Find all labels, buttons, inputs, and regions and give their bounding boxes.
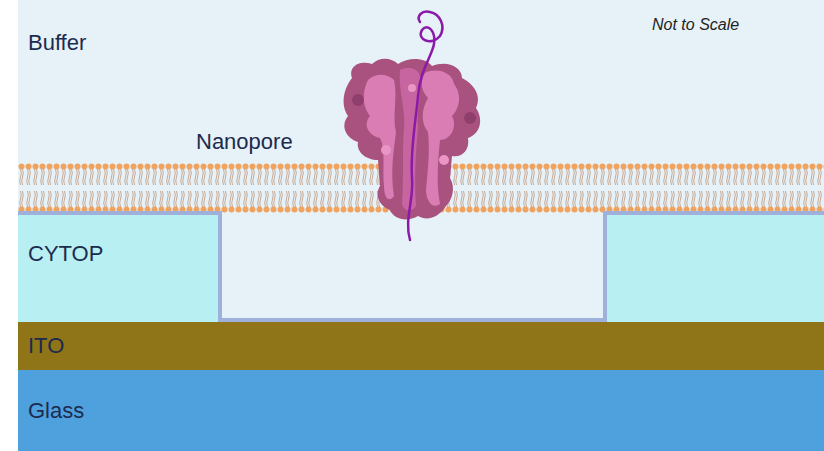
glass-layer: Glass [18, 370, 824, 451]
nanopore-label: Nanopore [196, 129, 293, 155]
coating-line [18, 213, 824, 320]
layer-name: Glass [28, 398, 84, 424]
layer-name: CYTOP [28, 241, 103, 267]
ito-layer: ITO [18, 322, 824, 370]
scale-note: Not to Scale [652, 16, 739, 34]
layer-name: ITO [28, 333, 64, 359]
glass-band [18, 370, 824, 451]
layer-name: Buffer [28, 30, 86, 56]
cytop-layer: CYTOP [18, 213, 220, 322]
cytop-right [605, 213, 824, 322]
dna-strand [408, 12, 442, 240]
buffer-region [18, 0, 824, 322]
cytop-left [18, 213, 220, 322]
ito-band [18, 322, 824, 370]
